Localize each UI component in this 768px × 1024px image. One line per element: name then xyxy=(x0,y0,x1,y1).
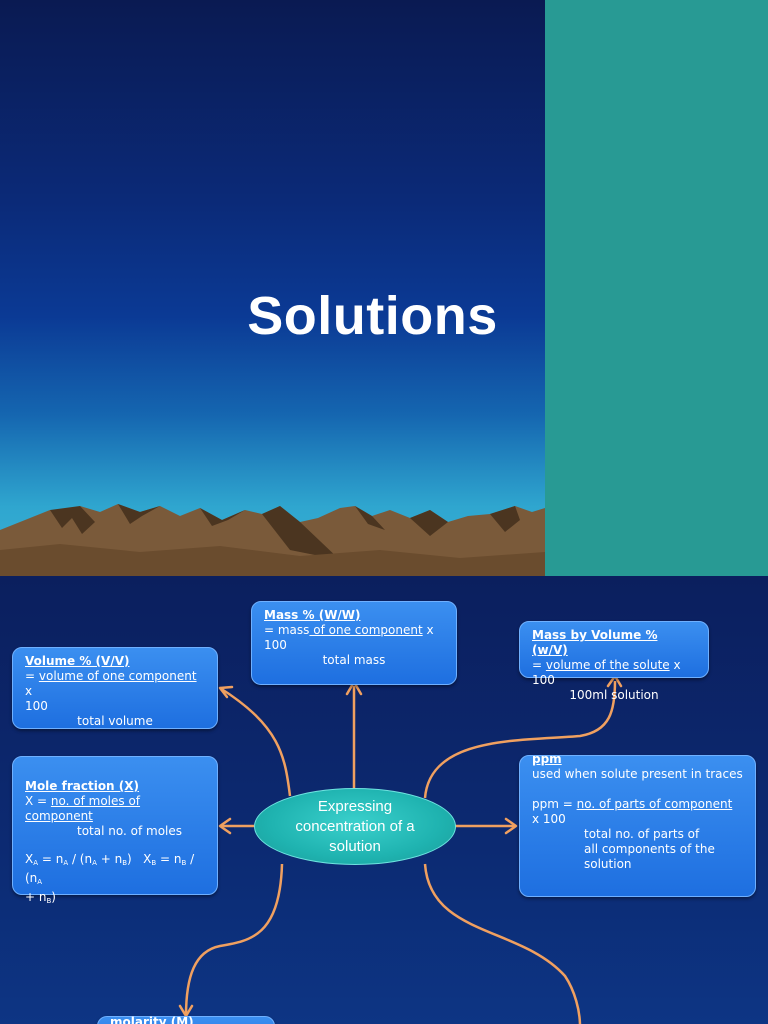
molarity-box: molarity (M) xyxy=(97,1015,275,1024)
mountains-illustration xyxy=(0,504,545,576)
volume-percent-denominator: total volume xyxy=(77,714,153,728)
slide-title: Solutions xyxy=(247,286,498,346)
mole-fraction-denominator: total no. of moles xyxy=(77,824,182,838)
mass-by-volume-box: Mass by Volume % (w/V) = volume of the s… xyxy=(519,621,709,702)
title-slide: Solutions xyxy=(0,0,768,576)
mole-fraction-heading: Mole fraction (X) xyxy=(25,779,139,793)
center-topic: Expressing concentration of a solution xyxy=(254,788,456,865)
center-topic-label: Expressing concentration of a solution xyxy=(295,797,415,855)
ppm-numerator: no. of parts of component xyxy=(576,797,733,811)
ppm-description: used when solute present in traces xyxy=(532,767,743,781)
teal-side-panel xyxy=(545,0,768,576)
sky-background xyxy=(0,0,545,576)
mass-percent-numerator: of one component xyxy=(309,623,423,637)
mass-percent-box: Mass % (W/W) = mass of one component x 1… xyxy=(251,601,457,685)
mole-fraction-box: Mole fraction (X) X = no. of moles of co… xyxy=(12,756,218,905)
mass-by-volume-denominator: 100ml solution xyxy=(569,688,659,702)
mass-by-volume-heading: Mass by Volume % (w/V) xyxy=(532,628,658,657)
concept-map-slide: Expressing concentration of a solution M… xyxy=(0,576,768,1024)
mass-percent-heading: Mass % (W/W) xyxy=(264,608,361,622)
mole-fraction-numerator: no. of moles of component xyxy=(25,794,141,823)
mole-fraction-formulas: XA = nA / (nA + nB) XB = nB / (nA+ nB) xyxy=(25,852,195,905)
ppm-box: ppm used when solute present in traces p… xyxy=(519,752,756,897)
mass-percent-denominator: total mass xyxy=(322,653,386,667)
ppm-heading: ppm xyxy=(532,752,562,766)
molarity-heading: molarity (M) xyxy=(110,1015,194,1024)
volume-percent-numerator: volume of one component xyxy=(38,669,197,683)
volume-percent-heading: Volume % (V/V) xyxy=(25,654,130,668)
mass-by-volume-numerator: volume of the solute xyxy=(545,658,670,672)
volume-percent-box: Volume % (V/V) = volume of one component… xyxy=(12,647,218,729)
